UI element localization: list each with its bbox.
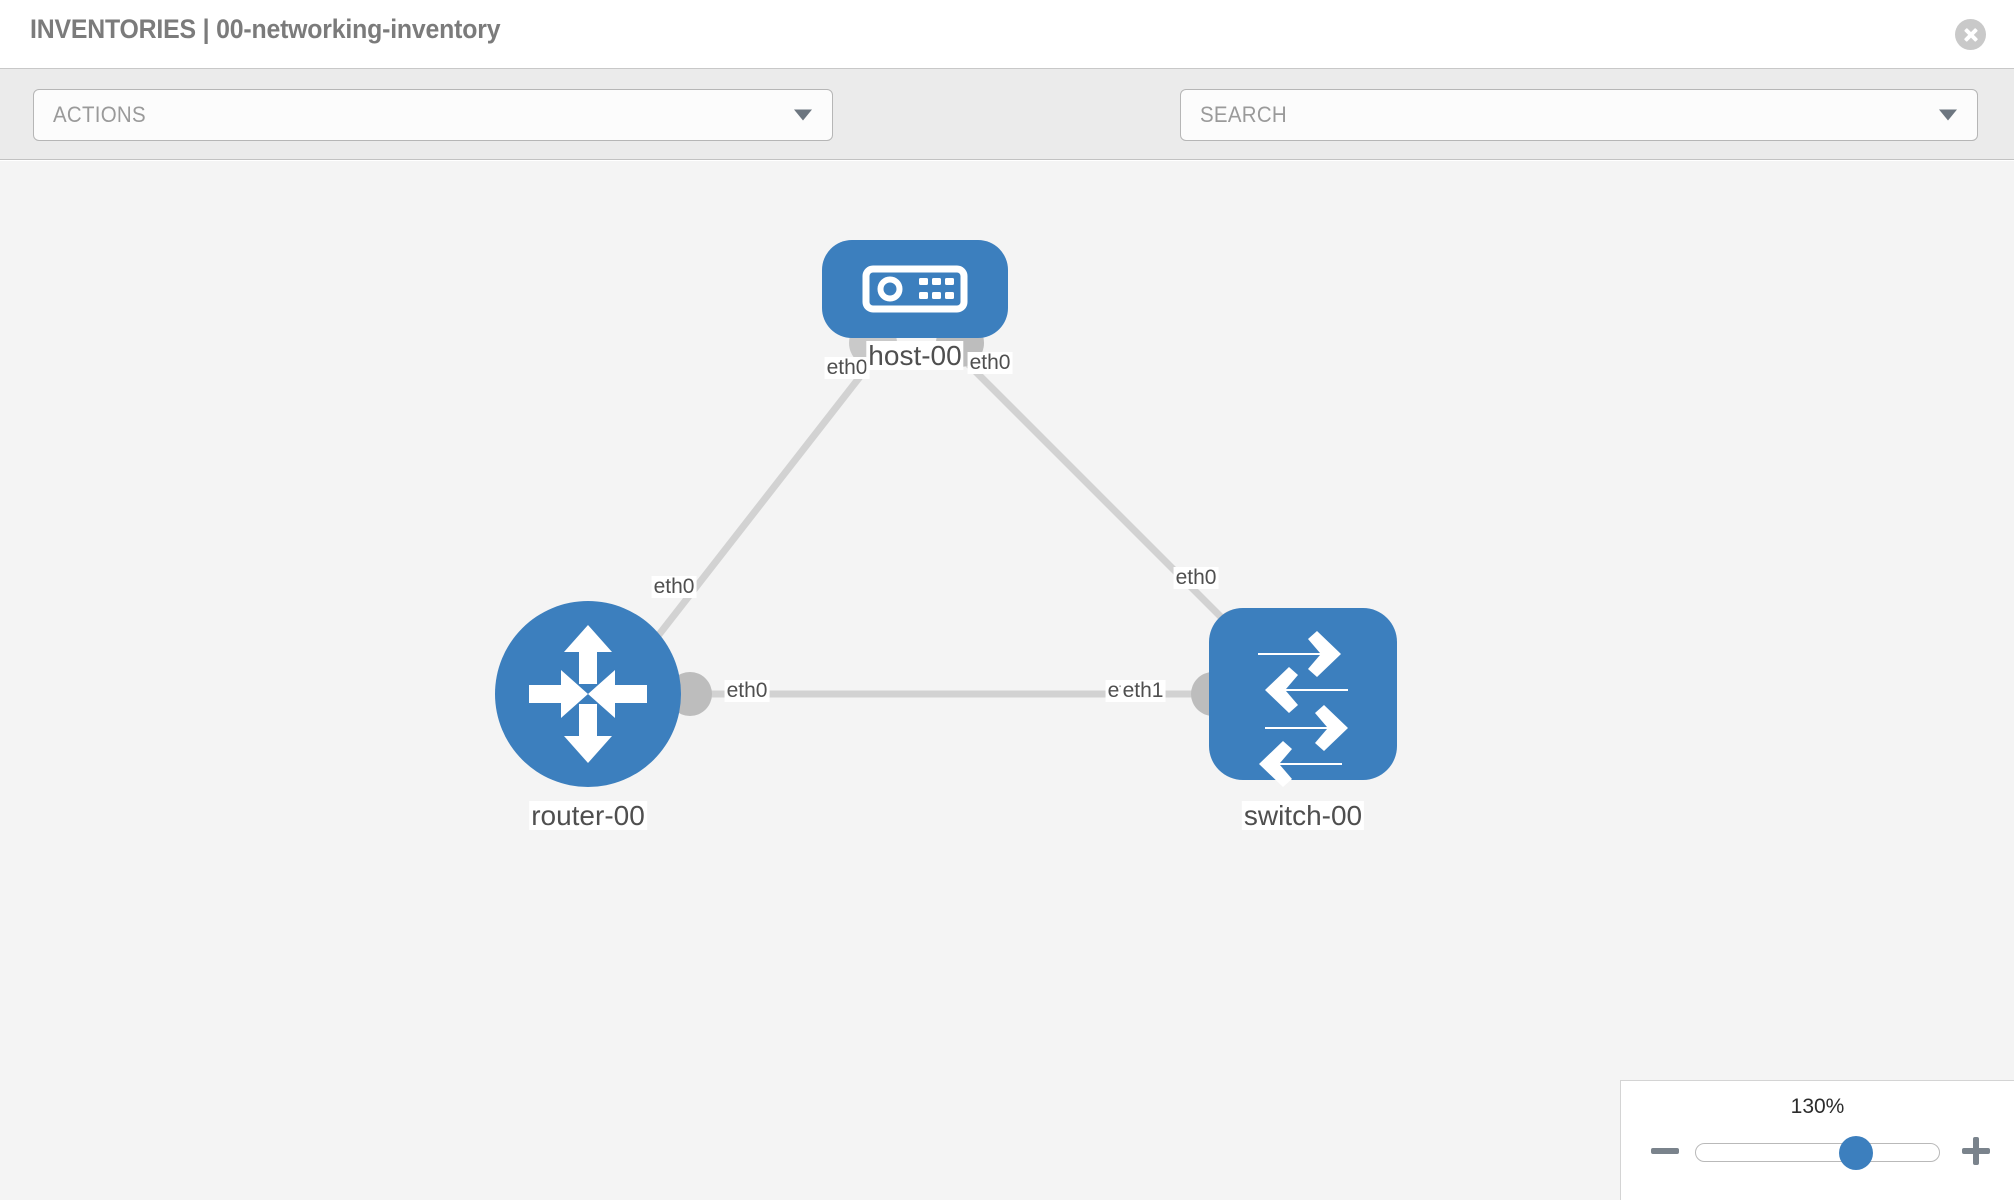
edge-label: eth0 [724,679,770,703]
chevron-down-icon [794,109,812,121]
minus-icon[interactable] [1651,1137,1679,1165]
topology-graph[interactable] [0,161,2014,1200]
edge-label: eth0 [824,356,870,380]
zoom-level-value: 130% [1790,1095,1845,1118]
zoom-control-panel: 130% [1620,1080,2014,1200]
edge-label: eth1 [1120,679,1166,703]
node-router-00[interactable] [495,601,681,787]
page-header: INVENTORIES | 00-networking-inventory [0,0,2014,69]
actions-dropdown[interactable]: ACTIONS [33,89,833,141]
zoom-slider-track[interactable] [1695,1135,1940,1170]
search-dropdown[interactable]: SEARCH [1180,89,1978,141]
zoom-slider-row [1621,1129,2014,1170]
edge-host-switch[interactable] [952,348,1248,644]
node-label-host: host-00 [866,340,964,371]
page-title: INVENTORIES | 00-networking-inventory [30,14,501,44]
node-label-switch: switch-00 [1241,800,1365,831]
zoom-slider-thumb[interactable] [1839,1135,1874,1170]
topology-canvas[interactable]: eth0 eth0 eth0 eth0 eth0 eth0 eth1 host-… [0,161,2014,1200]
edge-label: eth0 [651,575,697,599]
node-label-router: router-00 [529,800,647,831]
toolbar: ACTIONS SEARCH [0,69,2014,197]
close-icon[interactable] [1955,19,1986,50]
node-switch-00[interactable] [1209,608,1397,787]
edge-label: eth0 [967,351,1013,375]
edge-host-router[interactable] [637,348,883,662]
actions-dropdown-label: ACTIONS [53,102,146,127]
port-connectors [628,319,1262,716]
search-input-placeholder[interactable]: SEARCH [1200,102,1287,127]
chevron-down-icon [1939,109,1957,121]
edge-label: eth0 [1173,566,1219,590]
plus-icon[interactable] [1962,1137,1990,1165]
node-host-00[interactable] [822,240,1008,338]
